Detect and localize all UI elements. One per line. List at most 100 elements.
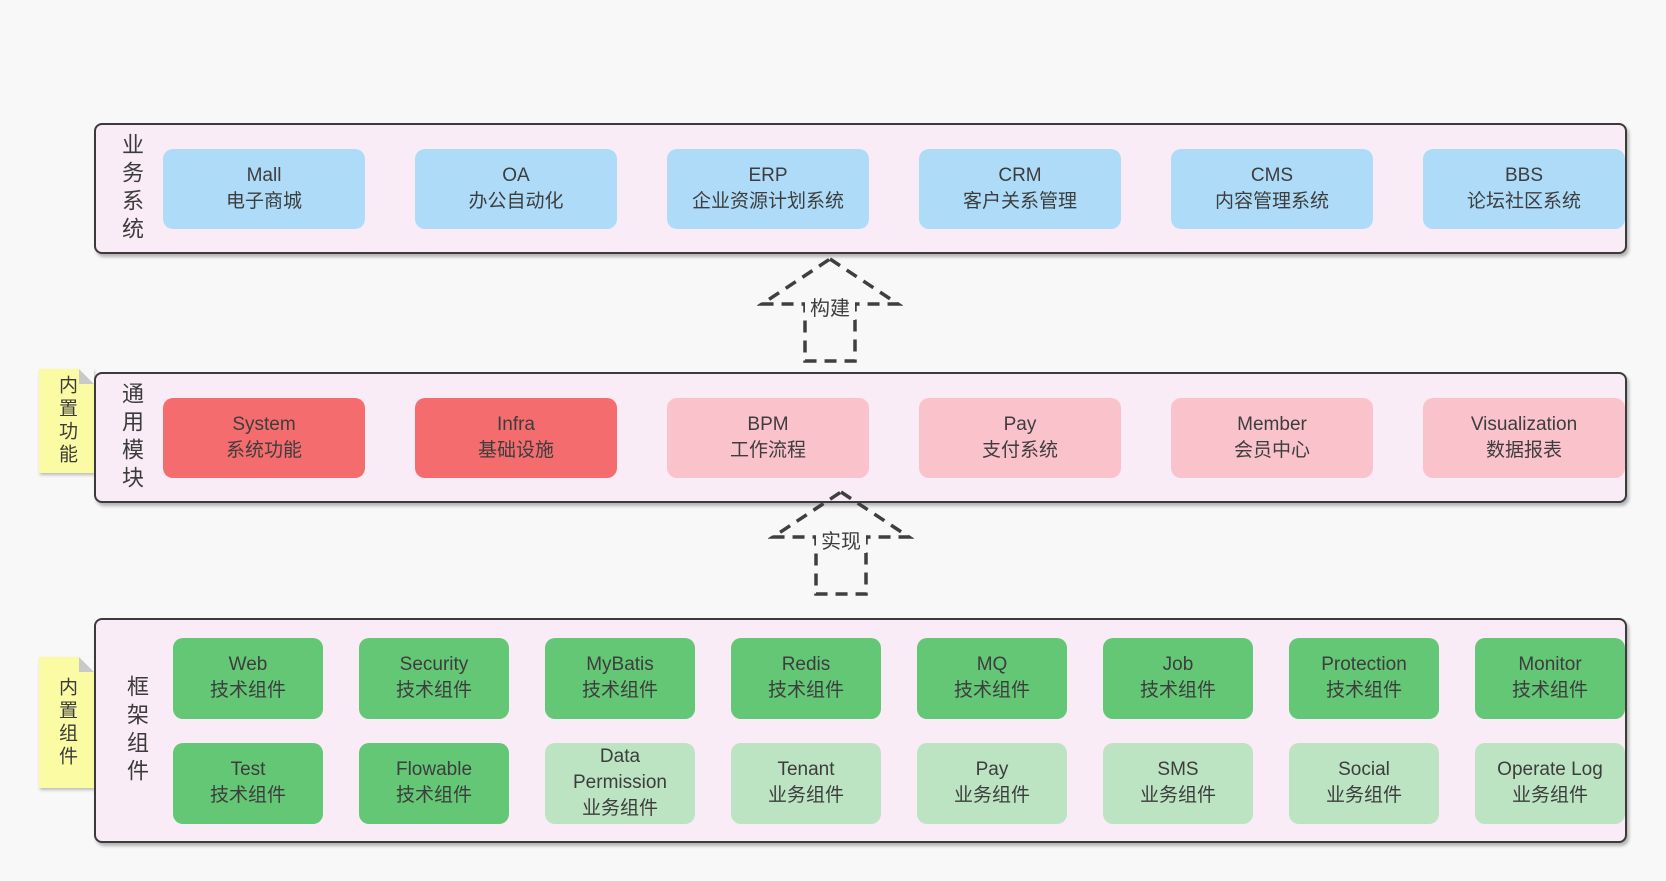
box-system: System 系统功能 xyxy=(163,397,365,478)
sticky-note-label: 内置组件 xyxy=(56,676,77,769)
box-title: CMS xyxy=(1250,164,1294,186)
sticky-note-builtin-components: 内置组件 xyxy=(39,657,94,788)
box-title: Redis xyxy=(781,654,831,675)
box-title: Flowable xyxy=(395,759,473,780)
box-title: Test xyxy=(230,759,266,780)
box-subtitle: 电子商城 xyxy=(225,190,302,212)
box-subtitle: 业务组件 xyxy=(1325,785,1402,806)
box-title: Mall xyxy=(246,164,282,186)
build-arrow-label: 构建 xyxy=(810,297,850,320)
box-subtitle: 业务组件 xyxy=(1139,785,1216,806)
box-pay-system: Pay 支付系统 xyxy=(919,397,1121,478)
box-bbs: BBS 论坛社区系统 xyxy=(1423,148,1625,229)
box-subtitle: 数据报表 xyxy=(1485,439,1562,461)
box-tenant: Tenant 业务组件 xyxy=(731,742,881,824)
box-subtitle: 支付系统 xyxy=(981,439,1058,461)
box-subtitle: 业务组件 xyxy=(767,785,844,806)
box-title: Security xyxy=(399,654,469,675)
box-title: Monitor xyxy=(1518,654,1582,675)
box-title: Infra xyxy=(496,413,536,435)
box-title: Protection xyxy=(1321,654,1407,675)
box-monitor: Monitor 技术组件 xyxy=(1475,637,1625,719)
box-flowable: Flowable 技术组件 xyxy=(359,742,509,824)
box-crm: CRM 客户关系管理 xyxy=(919,148,1121,229)
box-subtitle: 技术组件 xyxy=(581,680,658,701)
components-row-1: Web 技术组件 Security 技术组件 MyBatis 技术组件 Redi… xyxy=(173,637,1625,719)
box-title: Pay xyxy=(975,759,1009,780)
box-subtitle: 技术组件 xyxy=(1325,680,1402,701)
box-erp: ERP 企业资源计划系统 xyxy=(667,148,869,229)
box-operate-log: Operate Log 业务组件 xyxy=(1475,742,1625,824)
box-pay-component: Pay 业务组件 xyxy=(917,742,1067,824)
components-row-2: Test 技术组件 Flowable 技术组件 Data Permission … xyxy=(173,742,1625,824)
box-title: MQ xyxy=(976,654,1008,675)
layer-framework-components: 框架组件 Web 技术组件 Security 技术组件 MyBatis 技术组件… xyxy=(94,618,1627,843)
box-redis: Redis 技术组件 xyxy=(731,637,881,719)
box-sms: SMS 业务组件 xyxy=(1103,742,1253,824)
box-mall: Mall 电子商城 xyxy=(163,148,365,229)
box-security: Security 技术组件 xyxy=(359,637,509,719)
box-title: Tenant xyxy=(777,759,835,780)
box-title: Member xyxy=(1237,413,1307,435)
build-arrow-icon: 构建 xyxy=(757,256,903,363)
box-subtitle: 技术组件 xyxy=(767,680,844,701)
box-bpm: BPM 工作流程 xyxy=(667,397,869,478)
box-visualization: Visualization 数据报表 xyxy=(1423,397,1625,478)
box-subtitle: 工作流程 xyxy=(729,439,806,461)
box-title: CRM xyxy=(998,164,1042,186)
box-subtitle: 办公自动化 xyxy=(468,190,564,212)
layer-side-label: 通用模块 xyxy=(119,381,144,494)
sticky-note-label: 内置功能 xyxy=(56,375,77,467)
box-job: Job 技术组件 xyxy=(1103,637,1253,719)
business-box-row: Mall 电子商城 OA 办公自动化 ERP 企业资源计划系统 CRM 客户关系… xyxy=(163,148,1625,229)
box-title: MyBatis xyxy=(586,654,654,675)
box-cms: CMS 内容管理系统 xyxy=(1171,148,1373,229)
box-subtitle: 企业资源计划系统 xyxy=(691,190,844,212)
box-title: BBS xyxy=(1504,164,1544,186)
box-title: Job xyxy=(1162,654,1194,675)
box-title: SMS xyxy=(1157,759,1199,780)
box-data-permission: Data Permission 业务组件 xyxy=(545,742,695,824)
layer-business-systems: 业务系统 Mall 电子商城 OA 办公自动化 ERP 企业资源计划系统 CRM… xyxy=(94,123,1627,254)
modules-box-row: System 系统功能 Infra 基础设施 BPM 工作流程 Pay 支付系统… xyxy=(163,397,1625,478)
box-subtitle: 技术组件 xyxy=(1511,680,1588,701)
layer-side-label: 框架组件 xyxy=(124,674,149,787)
box-title: Social xyxy=(1338,759,1390,780)
box-oa: OA 办公自动化 xyxy=(415,148,617,229)
box-title: Pay xyxy=(1003,413,1037,435)
box-subtitle: 技术组件 xyxy=(1139,680,1216,701)
box-subtitle: 基础设施 xyxy=(477,439,554,461)
implement-arrow-label: 实现 xyxy=(821,530,861,553)
box-title: Operate Log xyxy=(1497,759,1603,780)
layer-side-label: 业务系统 xyxy=(119,132,144,245)
box-title: BPM xyxy=(747,413,789,435)
box-title: Data Permission xyxy=(573,746,667,793)
box-title: System xyxy=(232,413,296,435)
box-subtitle: 论坛社区系统 xyxy=(1466,190,1581,212)
box-social: Social 业务组件 xyxy=(1289,742,1439,824)
box-subtitle: 技术组件 xyxy=(209,785,286,806)
box-web: Web 技术组件 xyxy=(173,637,323,719)
box-title: ERP xyxy=(748,164,788,186)
box-subtitle: 业务组件 xyxy=(581,798,658,819)
box-subtitle: 业务组件 xyxy=(1511,785,1588,806)
box-test: Test 技术组件 xyxy=(173,742,323,824)
box-subtitle: 业务组件 xyxy=(953,785,1030,806)
box-subtitle: 技术组件 xyxy=(395,785,472,806)
box-title: Visualization xyxy=(1470,413,1578,435)
box-title: Web xyxy=(228,654,268,675)
box-subtitle: 技术组件 xyxy=(953,680,1030,701)
box-subtitle: 客户关系管理 xyxy=(962,190,1077,212)
implement-arrow-icon: 实现 xyxy=(768,489,914,596)
box-subtitle: 内容管理系统 xyxy=(1214,190,1329,212)
sticky-note-builtin-features: 内置功能 xyxy=(39,369,94,473)
components-rows: Web 技术组件 Security 技术组件 MyBatis 技术组件 Redi… xyxy=(173,637,1625,824)
box-subtitle: 技术组件 xyxy=(209,680,286,701)
box-mybatis: MyBatis 技术组件 xyxy=(545,637,695,719)
layer-common-modules: 通用模块 System 系统功能 Infra 基础设施 BPM 工作流程 Pay… xyxy=(94,372,1627,503)
box-mq: MQ 技术组件 xyxy=(917,637,1067,719)
box-subtitle: 技术组件 xyxy=(395,680,472,701)
box-subtitle: 系统功能 xyxy=(225,439,302,461)
box-subtitle: 会员中心 xyxy=(1233,439,1310,461)
box-infra: Infra 基础设施 xyxy=(415,397,617,478)
